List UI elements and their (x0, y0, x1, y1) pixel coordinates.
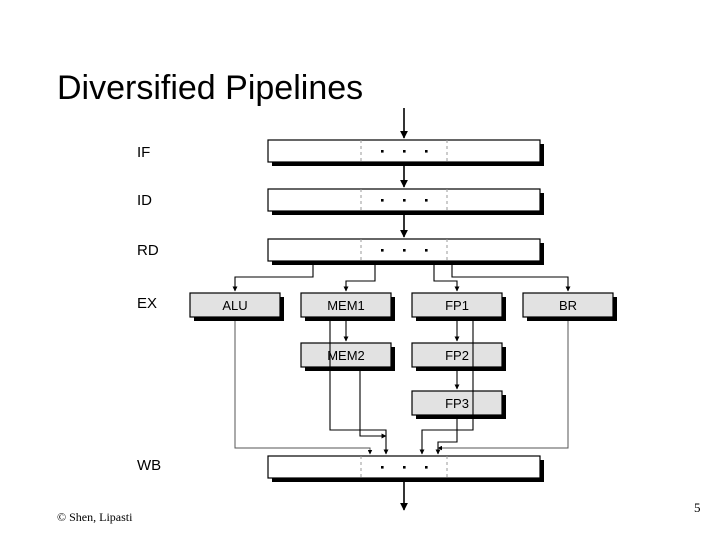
stage-label-id: ID (137, 192, 152, 209)
unit-label-mem2: MEM2 (327, 348, 365, 363)
connector-rd-to-alu (232, 261, 314, 292)
stage-label-if: IF (137, 144, 150, 161)
ellipsis-wb (381, 466, 428, 469)
unit-label-mem1: MEM1 (327, 298, 365, 313)
unit-box-fp1[interactable]: FP1 (411, 292, 506, 321)
connector-mem1-to-wb (329, 321, 389, 455)
unit-box-fp3[interactable]: FP3 (411, 390, 506, 419)
unit-box-mem1[interactable]: MEM1 (300, 292, 395, 321)
stage-label-group: IF ID RD EX WB (137, 144, 161, 474)
unit-box-fp2[interactable]: FP2 (411, 342, 506, 371)
footer-credit: © Shen, Lipasti (57, 510, 133, 524)
page-title: Diversified Pipelines (57, 69, 364, 107)
unit-box-br[interactable]: BR (522, 292, 617, 321)
stage-bar-if (267, 139, 544, 166)
page-number: 5 (694, 500, 701, 515)
stage-bar-wb (267, 455, 544, 482)
ellipsis-id (381, 199, 428, 202)
connector-mem2-to-wb (359, 371, 387, 439)
connector-alu-to-wb (234, 321, 373, 455)
connector-rd-to-br (451, 261, 571, 292)
connector-br-to-wb (437, 321, 569, 451)
unit-label-fp1: FP1 (445, 298, 469, 313)
stage-bar-id (267, 188, 544, 215)
unit-label-fp3: FP3 (445, 396, 469, 411)
unit-label-alu: ALU (222, 298, 247, 313)
unit-box-alu[interactable]: ALU (189, 292, 284, 321)
connector-fp1-to-wb (419, 321, 474, 455)
connector-rd-to-fp1 (433, 261, 460, 292)
ellipsis-rd (381, 249, 428, 252)
stage-label-wb: WB (137, 457, 161, 474)
unit-label-br: BR (559, 298, 577, 313)
connector-fp3-to-wb (435, 419, 458, 455)
ellipsis-if (381, 150, 428, 153)
unit-box-mem2[interactable]: MEM2 (300, 342, 395, 371)
stage-bar-rd (267, 238, 544, 265)
stage-label-ex: EX (137, 295, 157, 312)
stage-label-rd: RD (137, 242, 159, 259)
unit-label-fp2: FP2 (445, 348, 469, 363)
connector-rd-to-mem1 (343, 261, 376, 292)
